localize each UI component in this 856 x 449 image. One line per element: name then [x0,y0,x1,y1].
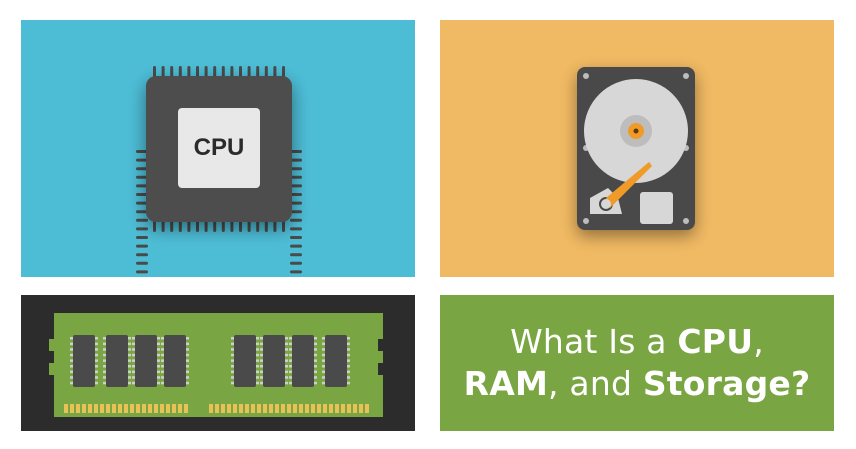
storage-panel [440,20,834,277]
title-line2-mid: , and [548,364,643,403]
cpu-panel: CPU [21,20,415,277]
hard-drive-icon [440,20,834,277]
title-line1-text: What Is a [510,322,678,361]
ram-module-icon [21,295,415,431]
title-panel: What Is a CPU, RAM, and Storage? [440,295,834,431]
title-storage-word: Storage? [642,364,811,403]
title-ram-word: RAM [463,364,549,403]
cpu-chip-label: CPU [193,134,245,161]
page-title: What Is a CPU, RAM, and Storage? [464,321,811,405]
ram-panel [21,295,415,431]
cpu-chip-icon [21,20,415,277]
title-line1-comma: , [753,322,764,361]
title-cpu-word: CPU [677,322,754,361]
